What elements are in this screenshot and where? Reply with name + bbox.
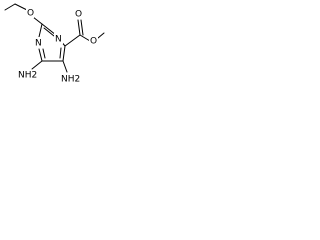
- bond-carbonyl-c-o-double: [80, 19, 84, 36]
- bond-c2-n3-inner: [43, 27, 55, 37]
- atom-carbonyl-oxygen: O: [75, 10, 82, 20]
- bond-carbonyl-c-ester-o: [79, 34, 91, 42]
- molecule-structure: O N N O O NH2 NH2: [4, 3, 105, 85]
- bond-ether-o-c2: [32, 16, 43, 25]
- bond-c2-n3: [41, 23, 57, 36]
- atom-labels: O N N O O NH2 NH2: [18, 8, 98, 85]
- bond-c5-c4: [62, 45, 66, 62]
- atom-ester-oxygen: O: [90, 37, 97, 47]
- bond-n1-c6-inner: [42, 48, 46, 59]
- bond-c4-carbonyl-c: [64, 34, 81, 47]
- bond-c5-c4-inner: [59, 47, 62, 59]
- atom-ring-nitrogen-1: N: [35, 39, 42, 49]
- bond-n1-c6: [38, 48, 43, 62]
- bond-c5-amino: [62, 60, 68, 73]
- atom-amino-group-5: NH2: [61, 75, 80, 85]
- bond-ch3-ch2: [4, 3, 16, 11]
- atom-ether-oxygen: O: [27, 9, 34, 19]
- bond-ester-o-methyl: [97, 32, 105, 39]
- bond-carbonyl-c-o: [77, 19, 81, 36]
- atom-amino-group-6: NH2: [18, 71, 37, 81]
- bond-c6-amino: [31, 60, 43, 70]
- bond-ch2-ether-o: [14, 3, 28, 11]
- bonds: [4, 3, 105, 73]
- bond-c2-n1: [38, 23, 43, 38]
- atom-ring-nitrogen-3: N: [55, 35, 62, 45]
